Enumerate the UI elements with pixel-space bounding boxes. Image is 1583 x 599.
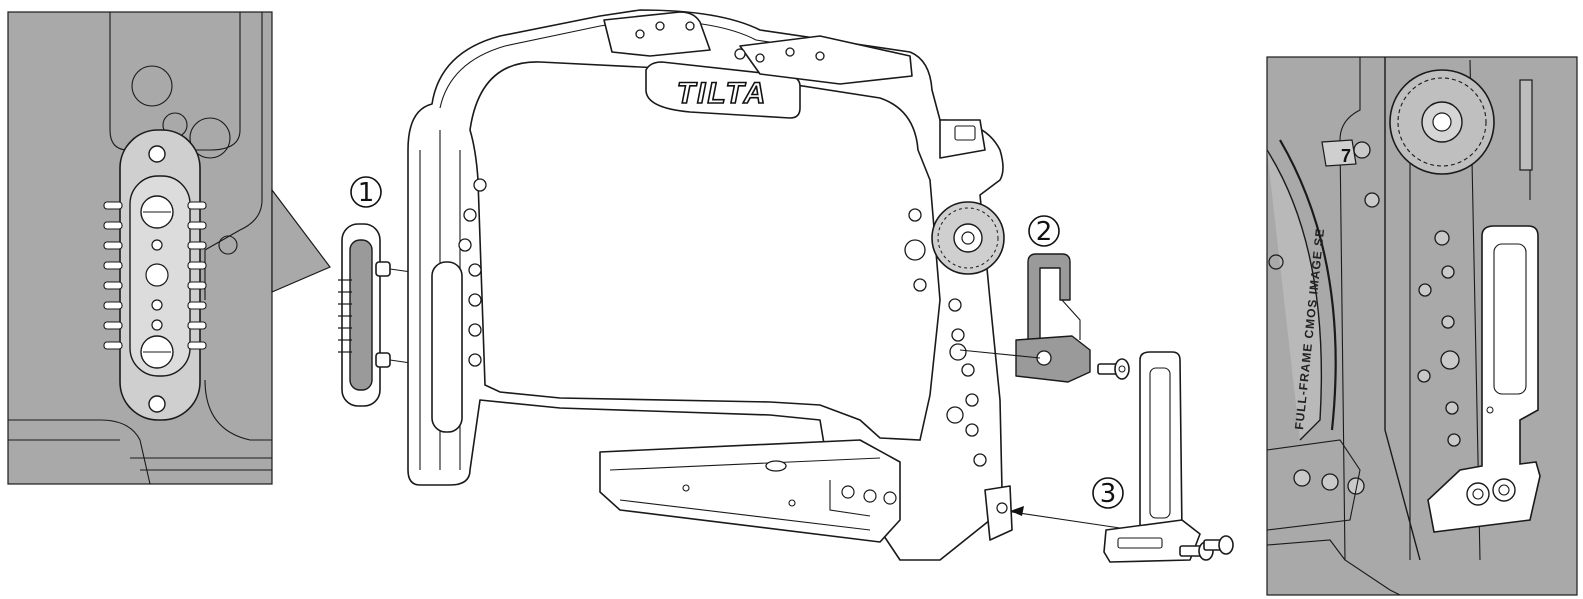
step-2-number: 2 — [1036, 217, 1053, 247]
mount-number: 7 — [1341, 146, 1351, 166]
bracket-screws — [1179, 535, 1234, 561]
camera-cage: TILTA — [407, 9, 1013, 561]
rosette-zoomed — [1389, 69, 1495, 175]
step-1-number: 1 — [358, 178, 375, 208]
step-3-guide-line — [1011, 511, 1121, 529]
brand-logo: TILTA — [677, 77, 768, 110]
step-3-number: 3 — [1100, 479, 1117, 509]
top-handle-plate: TILTA — [645, 61, 801, 119]
side-plate-zoomed — [103, 129, 207, 421]
step-3-callout: 3 — [1092, 477, 1124, 509]
right-zoom-panel: FULL-FRAME CMOS IMAGE SE 7 — [1266, 56, 1578, 596]
base-plate — [599, 439, 901, 543]
step-2-guide-line — [959, 349, 1041, 359]
mount-number-badge: 7 — [1321, 139, 1357, 167]
cable-clamp — [1015, 253, 1091, 383]
left-zoom-panel — [7, 11, 331, 485]
step-2-callout: 2 — [1028, 215, 1060, 247]
side-plate — [338, 223, 391, 407]
clamp-screw — [1097, 358, 1130, 380]
rosette-mount — [931, 201, 1005, 275]
step-1-callout: 1 — [350, 176, 382, 208]
l-bracket — [1103, 351, 1201, 563]
step-3-arrow — [1010, 506, 1024, 516]
l-bracket-installed — [1427, 225, 1541, 533]
